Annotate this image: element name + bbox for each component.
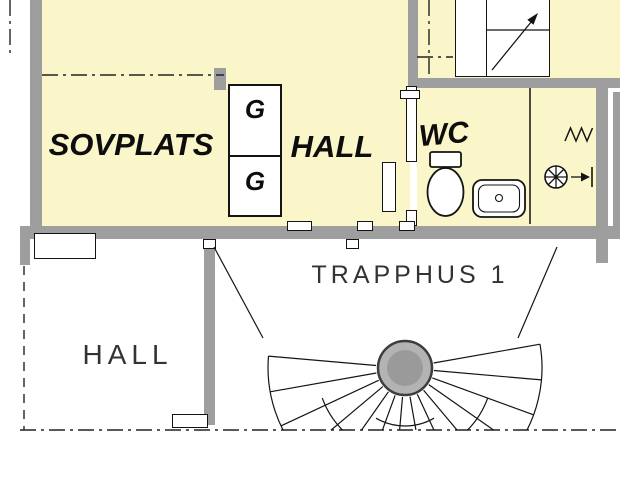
label-hall-lower: HALL xyxy=(82,339,173,370)
label-wardrobe-top: G xyxy=(244,94,266,124)
wall-stairwell-left xyxy=(204,239,215,425)
sink-basin xyxy=(477,184,521,213)
sink-drain xyxy=(494,193,504,203)
door-frame-hall-stair-right xyxy=(357,221,373,231)
spiral-stair xyxy=(213,246,558,430)
wall-top-right-vertical xyxy=(408,0,418,78)
door-frame-hall-stair-left xyxy=(287,221,312,231)
wall-right-outer xyxy=(596,84,608,239)
sink xyxy=(472,179,526,218)
stair-outer-arc xyxy=(267,344,543,430)
floor-drain xyxy=(544,165,593,189)
stairwell-splay-right xyxy=(517,246,558,339)
stair-inner-arc xyxy=(375,417,435,427)
stair-core-inner xyxy=(387,350,423,386)
label-trapphus: TRAPPHUS 1 xyxy=(311,261,509,289)
door-frame-wc-wall xyxy=(399,221,415,231)
label-hall-upper: HALL xyxy=(290,129,374,164)
door-frame-below-left xyxy=(203,239,216,249)
stairwell-splay-left xyxy=(213,246,264,339)
door-leaf xyxy=(382,162,396,212)
door-frame-wc-partition xyxy=(400,90,420,99)
toilet xyxy=(426,151,465,217)
toilet-bowl xyxy=(426,167,465,217)
wall-top-right-horizontal xyxy=(408,78,620,88)
upper-stair-arrow xyxy=(487,13,550,71)
closet-lower-left xyxy=(34,233,96,259)
stair-cupboard-top-right xyxy=(455,0,550,77)
wall-wardrobe-stub xyxy=(214,68,226,90)
door-frame-bottom-threshold xyxy=(172,414,208,428)
wall-far-right xyxy=(613,92,620,228)
stair-mid-arc xyxy=(321,397,489,430)
toilet-tank xyxy=(429,151,462,168)
wardrobe-cabinet xyxy=(228,84,282,217)
wc-partition-upper xyxy=(406,86,417,162)
label-wc: WC xyxy=(417,115,471,154)
door-frame-below-right xyxy=(346,239,359,249)
label-sovplats: SOVPLATS xyxy=(48,127,214,162)
label-wardrobe-bottom: G xyxy=(244,166,266,196)
flow-arrow-head xyxy=(581,172,590,182)
wall-main-horizontal xyxy=(20,226,620,239)
room-sovplats-hall xyxy=(42,0,410,226)
stair-steps xyxy=(267,343,543,430)
center-lines xyxy=(9,0,620,431)
wall-lower-left-stub xyxy=(20,239,30,265)
wall-left-outer xyxy=(30,0,42,228)
wardrobe-divider xyxy=(230,155,280,157)
radiator-coil xyxy=(564,126,594,143)
wall-right-lower-stub xyxy=(596,239,608,263)
sink-outline xyxy=(472,179,526,218)
cupboard-divider xyxy=(486,0,487,76)
stair-arrow-head xyxy=(527,13,538,25)
